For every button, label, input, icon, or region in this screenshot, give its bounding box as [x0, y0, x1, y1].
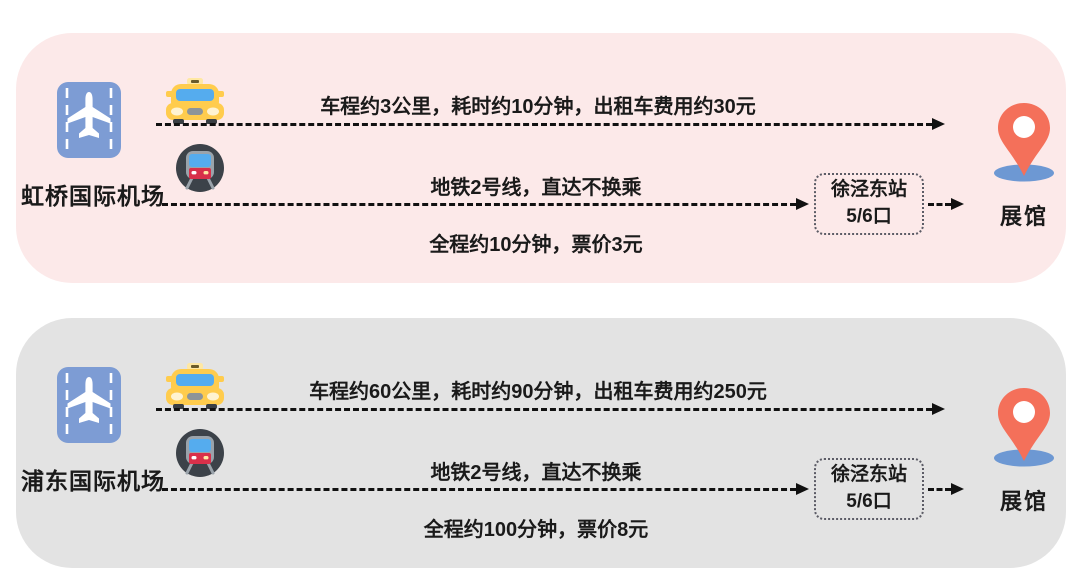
- metro-route-arrow: [162, 198, 809, 210]
- metro-icon: [176, 144, 224, 192]
- taxi-route-arrow: [156, 403, 945, 415]
- route-panel-hongqiao: 虹桥国际机场 车程约3公里，耗时约10分钟，出租车费用约30元: [16, 33, 1066, 283]
- airport-label: 虹桥国际机场: [21, 183, 165, 209]
- metro-route-sublabel: 全程约100分钟，票价8元: [423, 519, 649, 541]
- station-to-destination-arrow: [928, 483, 964, 495]
- taxi-route-label: 车程约60公里，耗时约90分钟，出租车费用约250元: [309, 381, 767, 403]
- metro-route-label: 地铁2号线，直达不换乘: [430, 177, 642, 199]
- airport-icon: [56, 366, 122, 444]
- route-panel-pudong: 浦东国际机场 车程约60公里，耗时约90分钟，出租车费用约250元: [16, 318, 1066, 568]
- location-pin-icon: [992, 386, 1056, 468]
- metro-icon: [176, 429, 224, 477]
- metro-route-arrow: [162, 483, 809, 495]
- metro-route-label: 地铁2号线，直达不换乘: [430, 462, 642, 484]
- destination-label: 展馆: [999, 204, 1048, 229]
- station-to-destination-arrow: [928, 198, 964, 210]
- taxi-route-label: 车程约3公里，耗时约10分钟，出租车费用约30元: [320, 96, 756, 118]
- station-box: 徐泾东站 5/6口: [814, 458, 924, 520]
- taxi-icon: [164, 78, 226, 124]
- airplane-glyph: [67, 92, 111, 138]
- taxi-icon: [164, 363, 226, 409]
- destination-label: 展馆: [999, 489, 1048, 514]
- airport-label: 浦东国际机场: [21, 468, 165, 494]
- station-name: 徐泾东站: [830, 179, 907, 201]
- location-pin-icon: [992, 101, 1056, 183]
- station-name: 徐泾东站: [830, 464, 907, 486]
- airport-icon: [56, 81, 122, 159]
- metro-route-sublabel: 全程约10分钟，票价3元: [429, 234, 643, 256]
- station-exit: 5/6口: [846, 206, 892, 227]
- station-box: 徐泾东站 5/6口: [814, 173, 924, 235]
- airplane-glyph: [67, 377, 111, 423]
- station-exit: 5/6口: [846, 491, 892, 512]
- taxi-route-arrow: [156, 118, 945, 130]
